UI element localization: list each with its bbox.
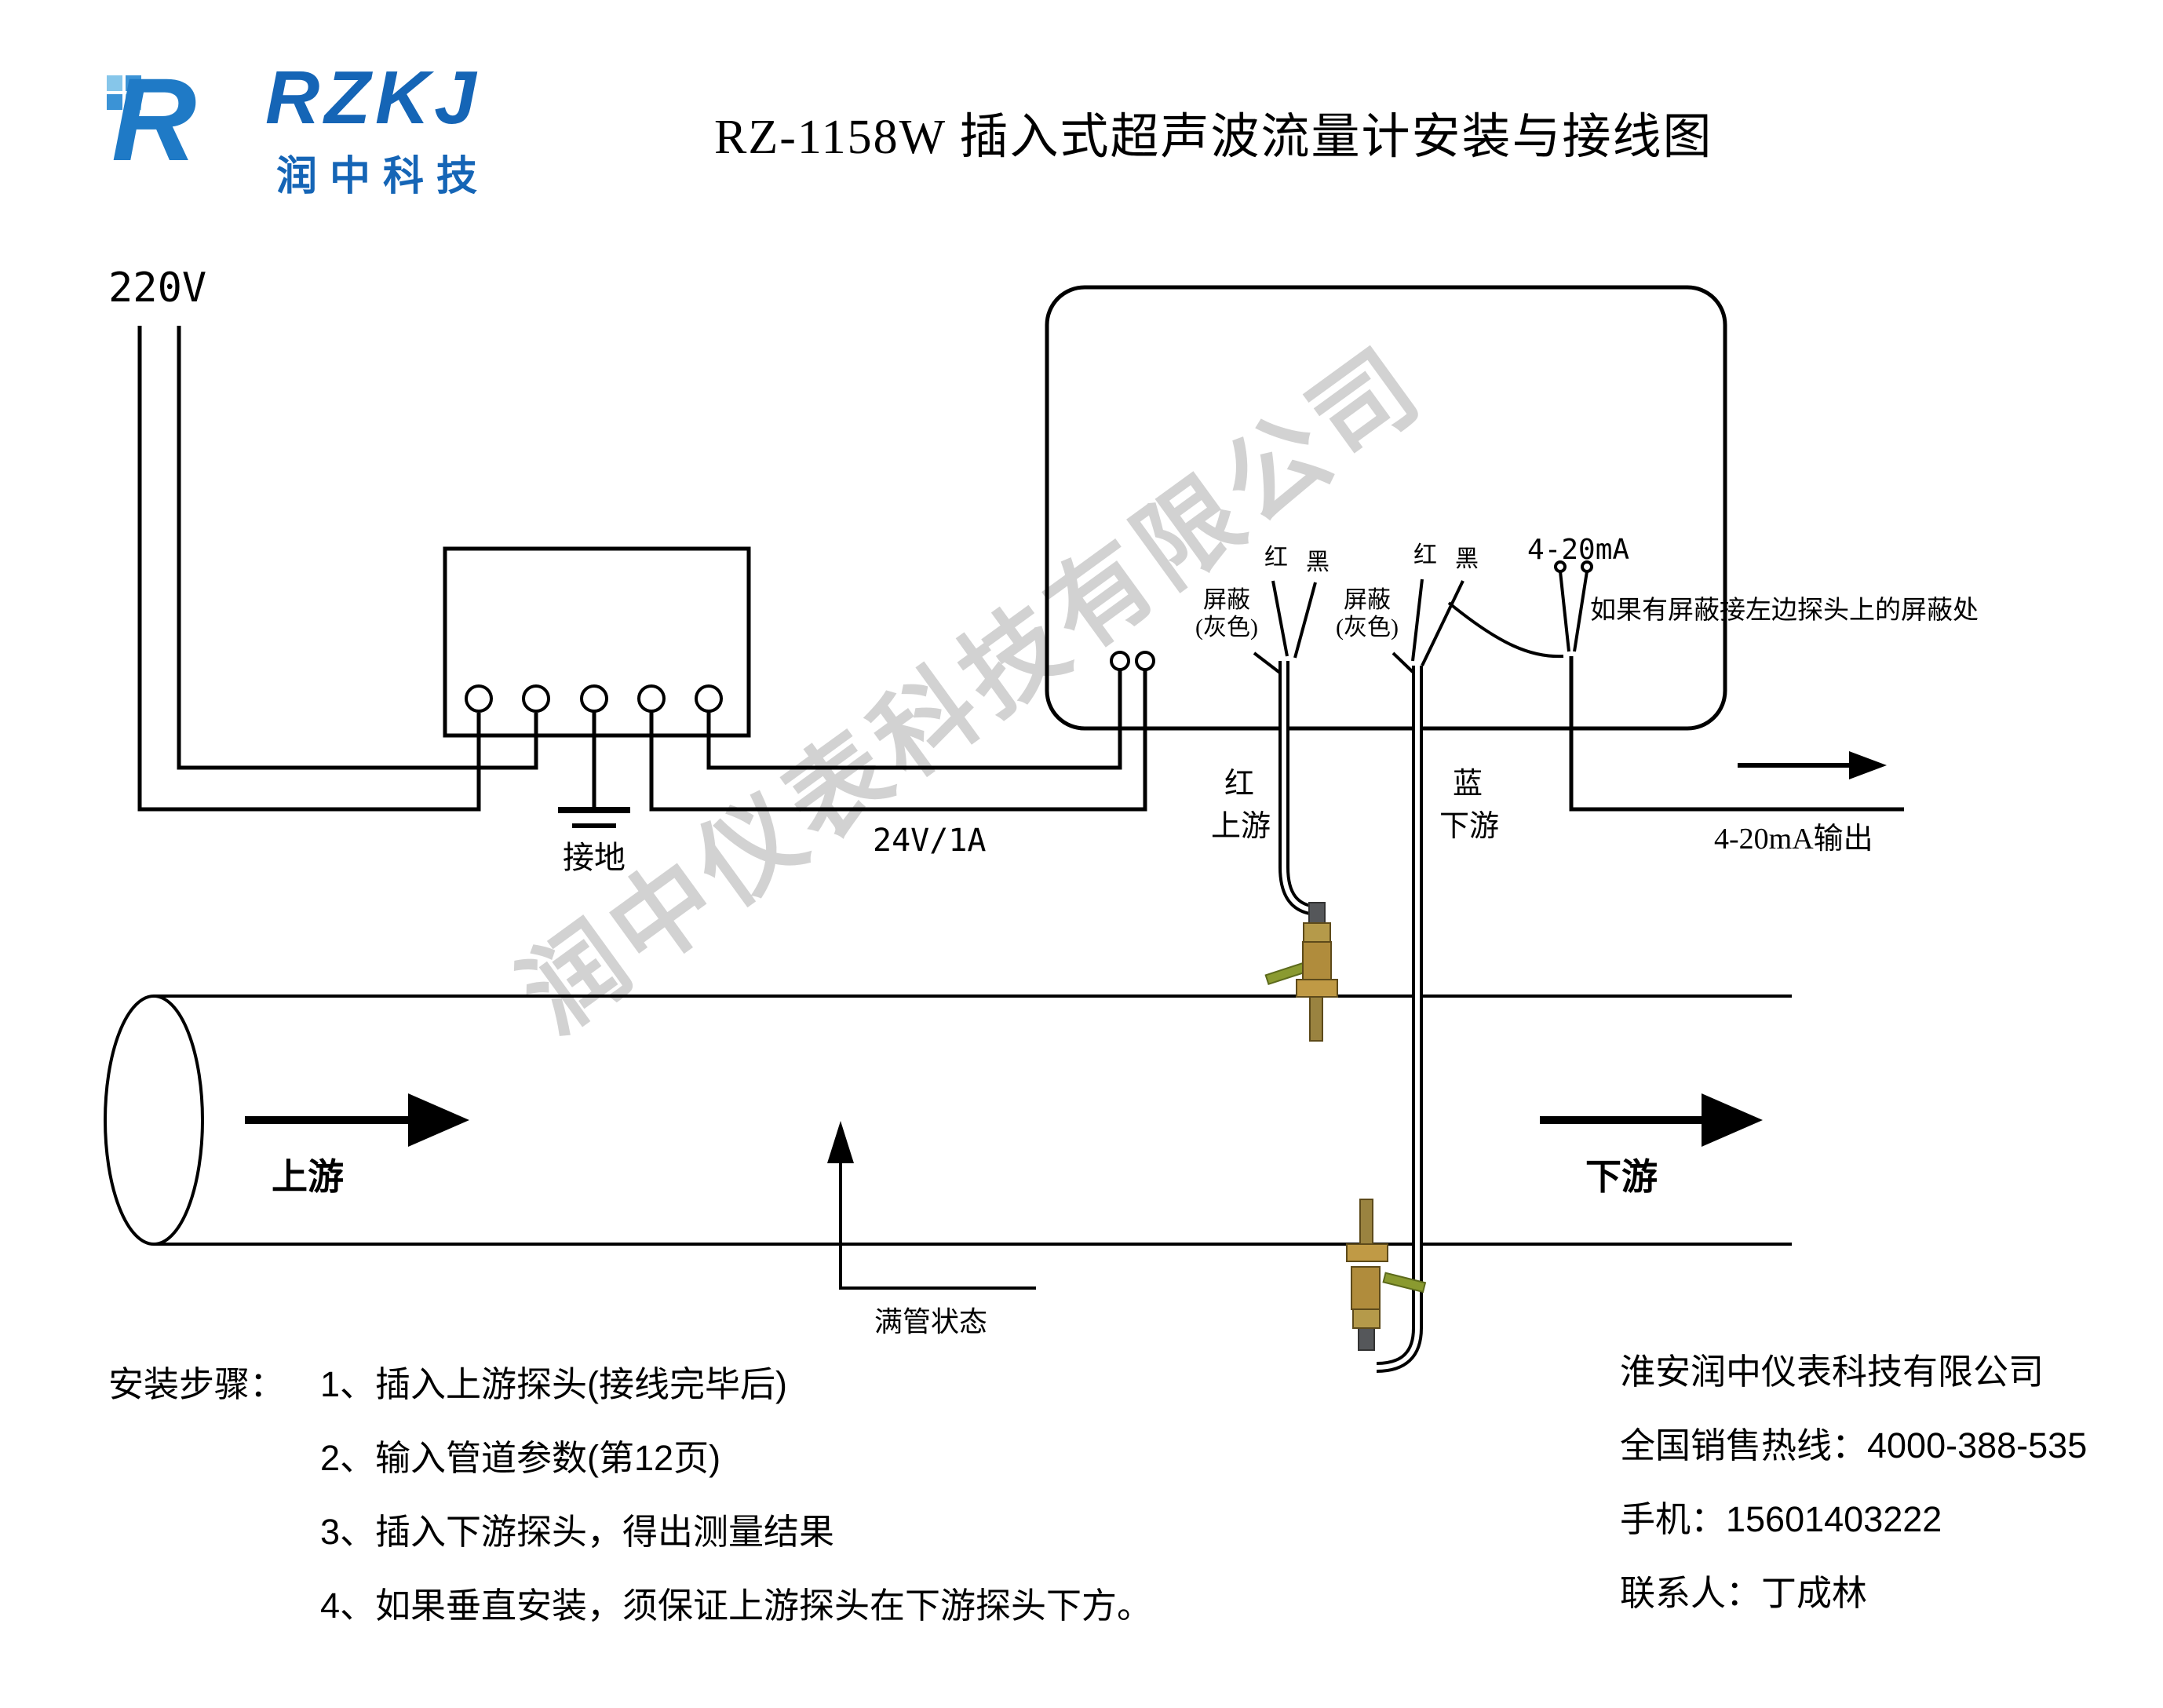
upstream-cable-color: 红 bbox=[1224, 768, 1255, 801]
ground-symbol bbox=[558, 711, 630, 828]
flow-arrow-downstream bbox=[1540, 1093, 1763, 1147]
downstream-cable-label: 下游 bbox=[1439, 810, 1500, 843]
current-wire-fan bbox=[1554, 560, 1593, 652]
full-pipe-indicator bbox=[827, 1121, 1036, 1290]
power-terminal-box bbox=[443, 546, 751, 738]
contact-hotline: 全国销售热线：4000-388-535 bbox=[1620, 1425, 2088, 1465]
upstream-wire-fan bbox=[1253, 580, 1317, 675]
steps-heading: 安装步骤： bbox=[108, 1364, 286, 1404]
pipe-downstream-label: 下游 bbox=[1585, 1157, 1658, 1197]
contact-mobile: 手机：15601403222 bbox=[1620, 1499, 1942, 1539]
contact-company: 淮安润中仪表科技有限公司 bbox=[1620, 1352, 2044, 1392]
ground-label: 接地 bbox=[563, 840, 626, 875]
red-wire-label-downstream: 红 bbox=[1413, 542, 1437, 568]
full-pipe-label: 满管状态 bbox=[874, 1306, 988, 1338]
step-item-3: 3、插入下游探头，得出测量结果 bbox=[320, 1512, 835, 1552]
page-title: RZ-1158W 插入式超声波流量计安装与接线图 bbox=[714, 111, 1713, 164]
wire-24v-b bbox=[706, 670, 1122, 770]
shield-label-downstream-line1: 屏蔽 bbox=[1343, 587, 1391, 613]
upstream-sensor-cable bbox=[1278, 661, 1318, 916]
flow-arrow-upstream bbox=[245, 1093, 469, 1147]
shield-label-downstream: 屏蔽 (灰色) bbox=[1336, 587, 1399, 641]
downstream-probe bbox=[1346, 1199, 1427, 1351]
step-item-4: 4、如果垂直安装，须保证上游探头在下游探头下方。 bbox=[320, 1586, 1153, 1626]
shield-note: 如果有屏蔽接左边探头上的屏蔽处 bbox=[1590, 597, 1979, 625]
step-item-2: 2、输入管道参数(第12页) bbox=[320, 1438, 721, 1478]
supply-label: 24V/1A bbox=[873, 823, 987, 859]
wire-220v-b bbox=[177, 326, 538, 770]
black-wire-label-upstream: 黑 bbox=[1306, 549, 1330, 575]
pipe-upstream-label: 上游 bbox=[272, 1157, 344, 1197]
upstream-cable-label: 上游 bbox=[1211, 810, 1271, 843]
pipe-outline bbox=[104, 995, 1792, 1246]
device-terminal-b bbox=[1135, 651, 1155, 671]
logo-brand-cn: 润中科技 bbox=[276, 154, 491, 199]
transmitter-box bbox=[1045, 285, 1727, 731]
shield-label-upstream: 屏蔽 (灰色) bbox=[1195, 587, 1258, 641]
downstream-wire-fan bbox=[1392, 578, 1564, 673]
downstream-cable-color: 蓝 bbox=[1453, 768, 1483, 801]
wire-24v-a bbox=[649, 670, 1147, 812]
wire-220v-a bbox=[137, 326, 481, 812]
red-wire-label-upstream: 红 bbox=[1264, 545, 1288, 571]
logo-pixel-3 bbox=[107, 94, 122, 110]
contact-person: 联系人：丁成林 bbox=[1620, 1573, 1868, 1613]
device-terminal-a bbox=[1110, 651, 1130, 671]
shield-label-downstream-line2: (灰色) bbox=[1336, 614, 1399, 640]
current-terminal-label: 4-20mA bbox=[1527, 534, 1630, 566]
shield-label-upstream-line2: (灰色) bbox=[1195, 614, 1258, 640]
logo-brand-text: RZKJ bbox=[265, 56, 481, 140]
current-output-line bbox=[1569, 656, 1904, 812]
logo-r-mark: R bbox=[111, 53, 197, 185]
black-wire-label-downstream: 黑 bbox=[1455, 546, 1479, 572]
step-item-1: 1、插入上游探头(接线完毕后) bbox=[320, 1364, 787, 1404]
power-voltage-label: 220V bbox=[108, 265, 207, 312]
downstream-sensor-cable bbox=[1376, 666, 1423, 1373]
logo-pixel-2 bbox=[126, 75, 141, 91]
upstream-probe bbox=[1264, 902, 1338, 1042]
logo-pixel-4 bbox=[126, 94, 141, 110]
shield-label-upstream-line1: 屏蔽 bbox=[1202, 587, 1250, 613]
logo-pixel-1 bbox=[107, 75, 122, 91]
current-output-label: 4-20mA输出 bbox=[1714, 823, 1873, 856]
